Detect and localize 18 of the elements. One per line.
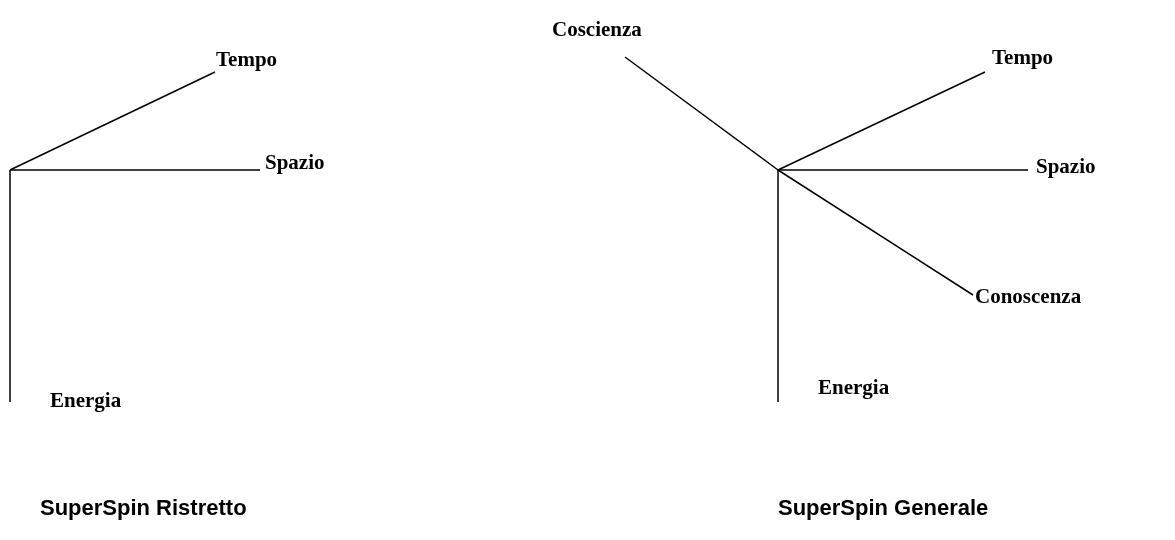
axis-line — [777, 71, 986, 171]
diagram-caption: SuperSpin Ristretto — [40, 495, 247, 521]
axis-line — [9, 169, 11, 403]
axis-line — [9, 169, 261, 171]
axis-label: Conoscenza — [975, 285, 1082, 309]
axis-label: Spazio — [1036, 155, 1096, 179]
axis-line — [624, 56, 779, 171]
axis-label: Tempo — [992, 46, 1054, 70]
axis-label: Coscienza — [552, 18, 642, 42]
axis-line — [777, 169, 974, 296]
axis-line — [777, 169, 1029, 171]
axis-label: Spazio — [265, 151, 325, 175]
axis-label: Tempo — [216, 48, 278, 72]
diagram-caption: SuperSpin Generale — [778, 495, 989, 521]
axis-label: Energia — [818, 376, 890, 400]
axis-line — [777, 169, 779, 403]
axis-line — [9, 71, 216, 171]
axis-label: Energia — [50, 389, 122, 413]
